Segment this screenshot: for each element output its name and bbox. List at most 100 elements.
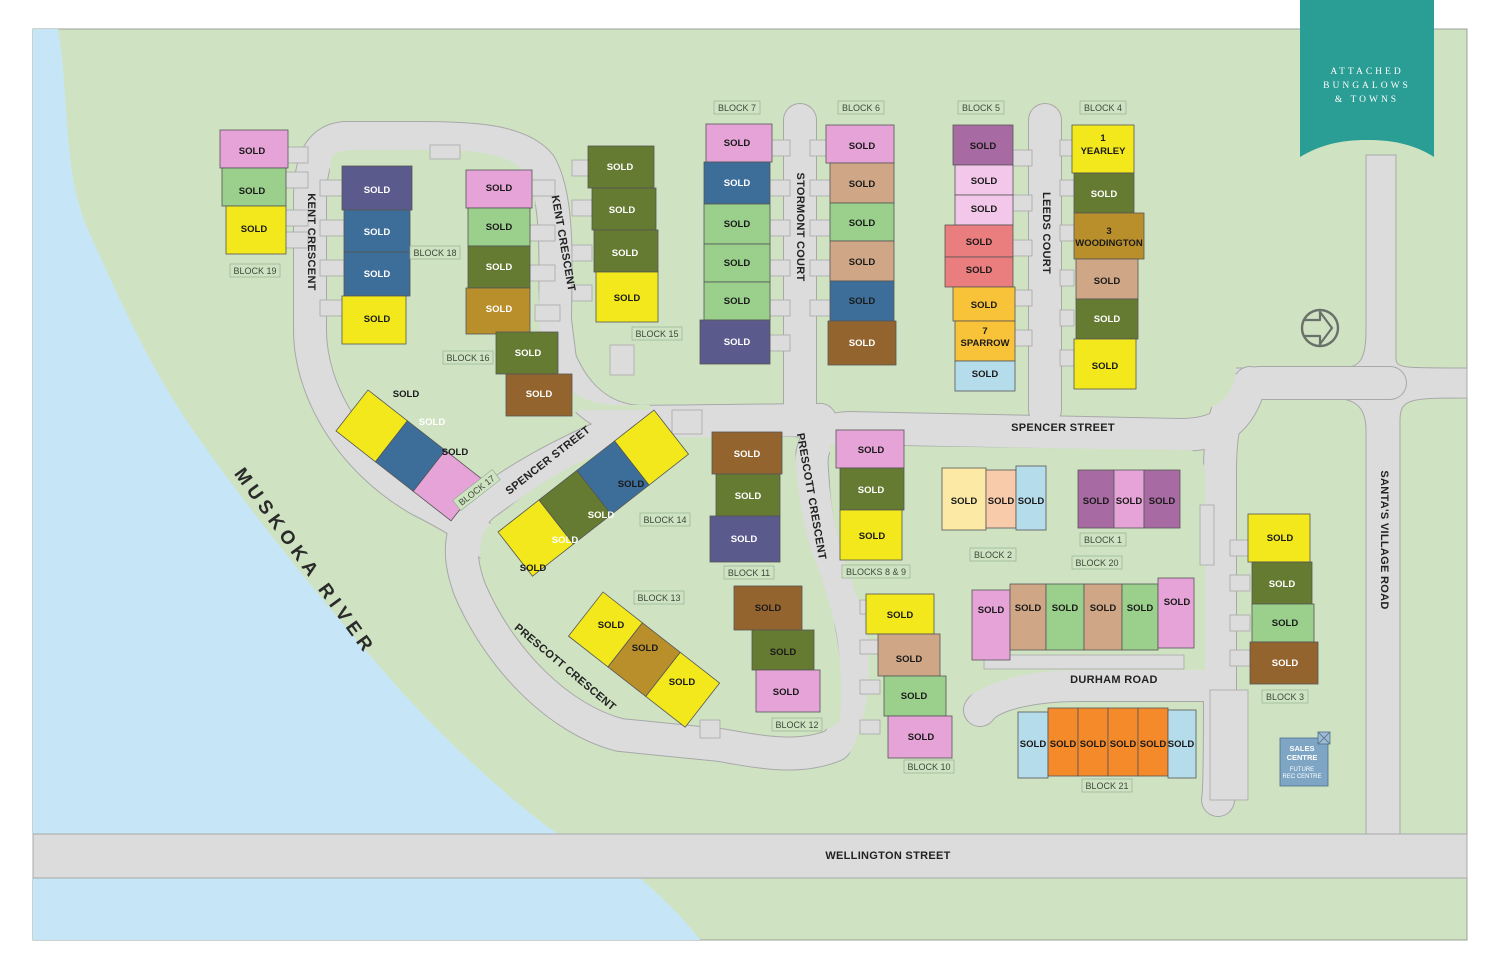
- unit-4c: [1073, 212, 1145, 260]
- sold-label: SOLD: [896, 654, 923, 665]
- unit-21f: [1167, 709, 1197, 779]
- sold-label: SOLD: [724, 219, 751, 230]
- block-label: BLOCK 6: [842, 103, 880, 113]
- unit-16d: [465, 287, 531, 335]
- sold-label: SOLD: [598, 620, 625, 631]
- sold-label: SOLD: [971, 300, 998, 311]
- unit-6b: [829, 162, 895, 204]
- unit-number: 1: [1100, 133, 1106, 144]
- sold-label: SOLD: [1127, 603, 1154, 614]
- sold-label: SOLD: [552, 535, 579, 546]
- unit-10d: [887, 715, 953, 759]
- unit-16c: [467, 245, 531, 289]
- street-label-wellington: WELLINGTON STREET: [825, 850, 950, 862]
- block-label: BLOCK 14: [643, 515, 686, 525]
- sold-label: SOLD: [1267, 533, 1294, 544]
- sold-label: SOLD: [239, 146, 266, 157]
- unit-name-yearley: YEARLEY: [1081, 146, 1127, 157]
- wellington-street-road: [32, 833, 1468, 879]
- unit-89c: [839, 509, 903, 561]
- unit-3c: [1251, 603, 1315, 643]
- sold-label: SOLD: [1015, 603, 1042, 614]
- sold-label: SOLD: [849, 296, 876, 307]
- unit-18c: [343, 251, 411, 297]
- sold-label: SOLD: [858, 485, 885, 496]
- title-banner: [1300, 0, 1434, 157]
- unit-1c: [1143, 469, 1181, 529]
- sold-label: SOLD: [614, 293, 641, 304]
- unit-19c: [225, 205, 287, 255]
- street-label-stormont: STORMONT COURT: [794, 172, 806, 281]
- sold-label: SOLD: [1018, 496, 1045, 507]
- unit-21c: [1077, 707, 1109, 777]
- unit-5g: [954, 320, 1016, 362]
- sold-label: SOLD: [618, 479, 645, 490]
- sold-label: SOLD: [669, 677, 696, 688]
- block-label: BLOCK 20: [1075, 558, 1118, 568]
- muskoka-river-water: [33, 29, 560, 835]
- sold-label: SOLD: [887, 610, 914, 621]
- unit-20f: [1157, 577, 1195, 649]
- unit-16a: [465, 169, 533, 209]
- unit-19b: [221, 167, 287, 207]
- future-rec-centre-label: FUTURE: [1290, 767, 1314, 773]
- sold-label: SOLD: [515, 348, 542, 359]
- banner-line: & TOWNS: [1334, 95, 1400, 105]
- sold-label: SOLD: [442, 447, 469, 458]
- muskoka-river-water-south: [33, 878, 700, 940]
- unit-number: 7: [982, 326, 987, 337]
- unit-name-woodington: WOODINGTON: [1075, 238, 1143, 249]
- unit-19a: [219, 129, 289, 169]
- block-label: BLOCK 10: [907, 762, 950, 772]
- unit-20e: [1121, 583, 1159, 651]
- street-label-durham: DURHAM ROAD: [1070, 674, 1158, 686]
- street-label-kent-west: KENT CRESCENT: [305, 193, 317, 290]
- unit-10b: [877, 633, 941, 677]
- unit-4e: [1075, 298, 1139, 340]
- unit-14d: [614, 409, 690, 486]
- unit-13c: [645, 651, 721, 728]
- sold-label: SOLD: [849, 218, 876, 229]
- block-label: BLOCK 4: [1084, 103, 1122, 113]
- unit-20c: [1045, 583, 1085, 651]
- unit-21d: [1107, 707, 1139, 777]
- unit-3d: [1249, 641, 1319, 685]
- sold-label: SOLD: [1083, 496, 1110, 507]
- sold-labels: SOLD SOLD SOLD SOLD SOLD SOLD SOLD SOLD …: [239, 133, 1322, 780]
- block-label: BLOCK 12: [775, 720, 818, 730]
- unit-7a: [705, 123, 773, 163]
- sold-label: SOLD: [632, 643, 659, 654]
- sold-label: SOLD: [966, 237, 993, 248]
- sold-label: SOLD: [724, 296, 751, 307]
- sold-label: SOLD: [526, 389, 553, 400]
- unit-6c: [829, 202, 895, 242]
- unit-18b: [343, 209, 411, 253]
- sold-label: SOLD: [1116, 496, 1143, 507]
- unit-4f: [1073, 338, 1137, 390]
- unit-5b: [954, 164, 1014, 196]
- unit-5a: [952, 124, 1014, 166]
- unit-2c: [1015, 465, 1047, 531]
- block-label: BLOCK 19: [233, 266, 276, 276]
- sold-label: SOLD: [1020, 739, 1047, 750]
- unit-89b: [839, 467, 905, 511]
- unit-11c: [709, 515, 781, 563]
- sold-label: SOLD: [951, 496, 978, 507]
- sold-label: SOLD: [486, 304, 513, 315]
- block-label: BLOCK 16: [446, 353, 489, 363]
- block-label: BLOCK 15: [635, 329, 678, 339]
- sales-centre-building: [1279, 737, 1329, 787]
- sold-label: SOLD: [393, 389, 420, 400]
- block-label: BLOCK 2: [974, 550, 1012, 560]
- unit-16e: [495, 331, 559, 375]
- sold-label: SOLD: [859, 531, 886, 542]
- north-arrow-icon: [1300, 308, 1340, 348]
- unit-18a: [341, 165, 413, 211]
- street-label-santas-village: SANTA'S VILLAGE ROAD: [1378, 470, 1390, 609]
- unit-1a: [1077, 469, 1115, 529]
- sold-label: SOLD: [1168, 739, 1195, 750]
- sold-label: SOLD: [486, 262, 513, 273]
- sold-label: SOLD: [770, 647, 797, 658]
- unit-7e: [703, 281, 771, 321]
